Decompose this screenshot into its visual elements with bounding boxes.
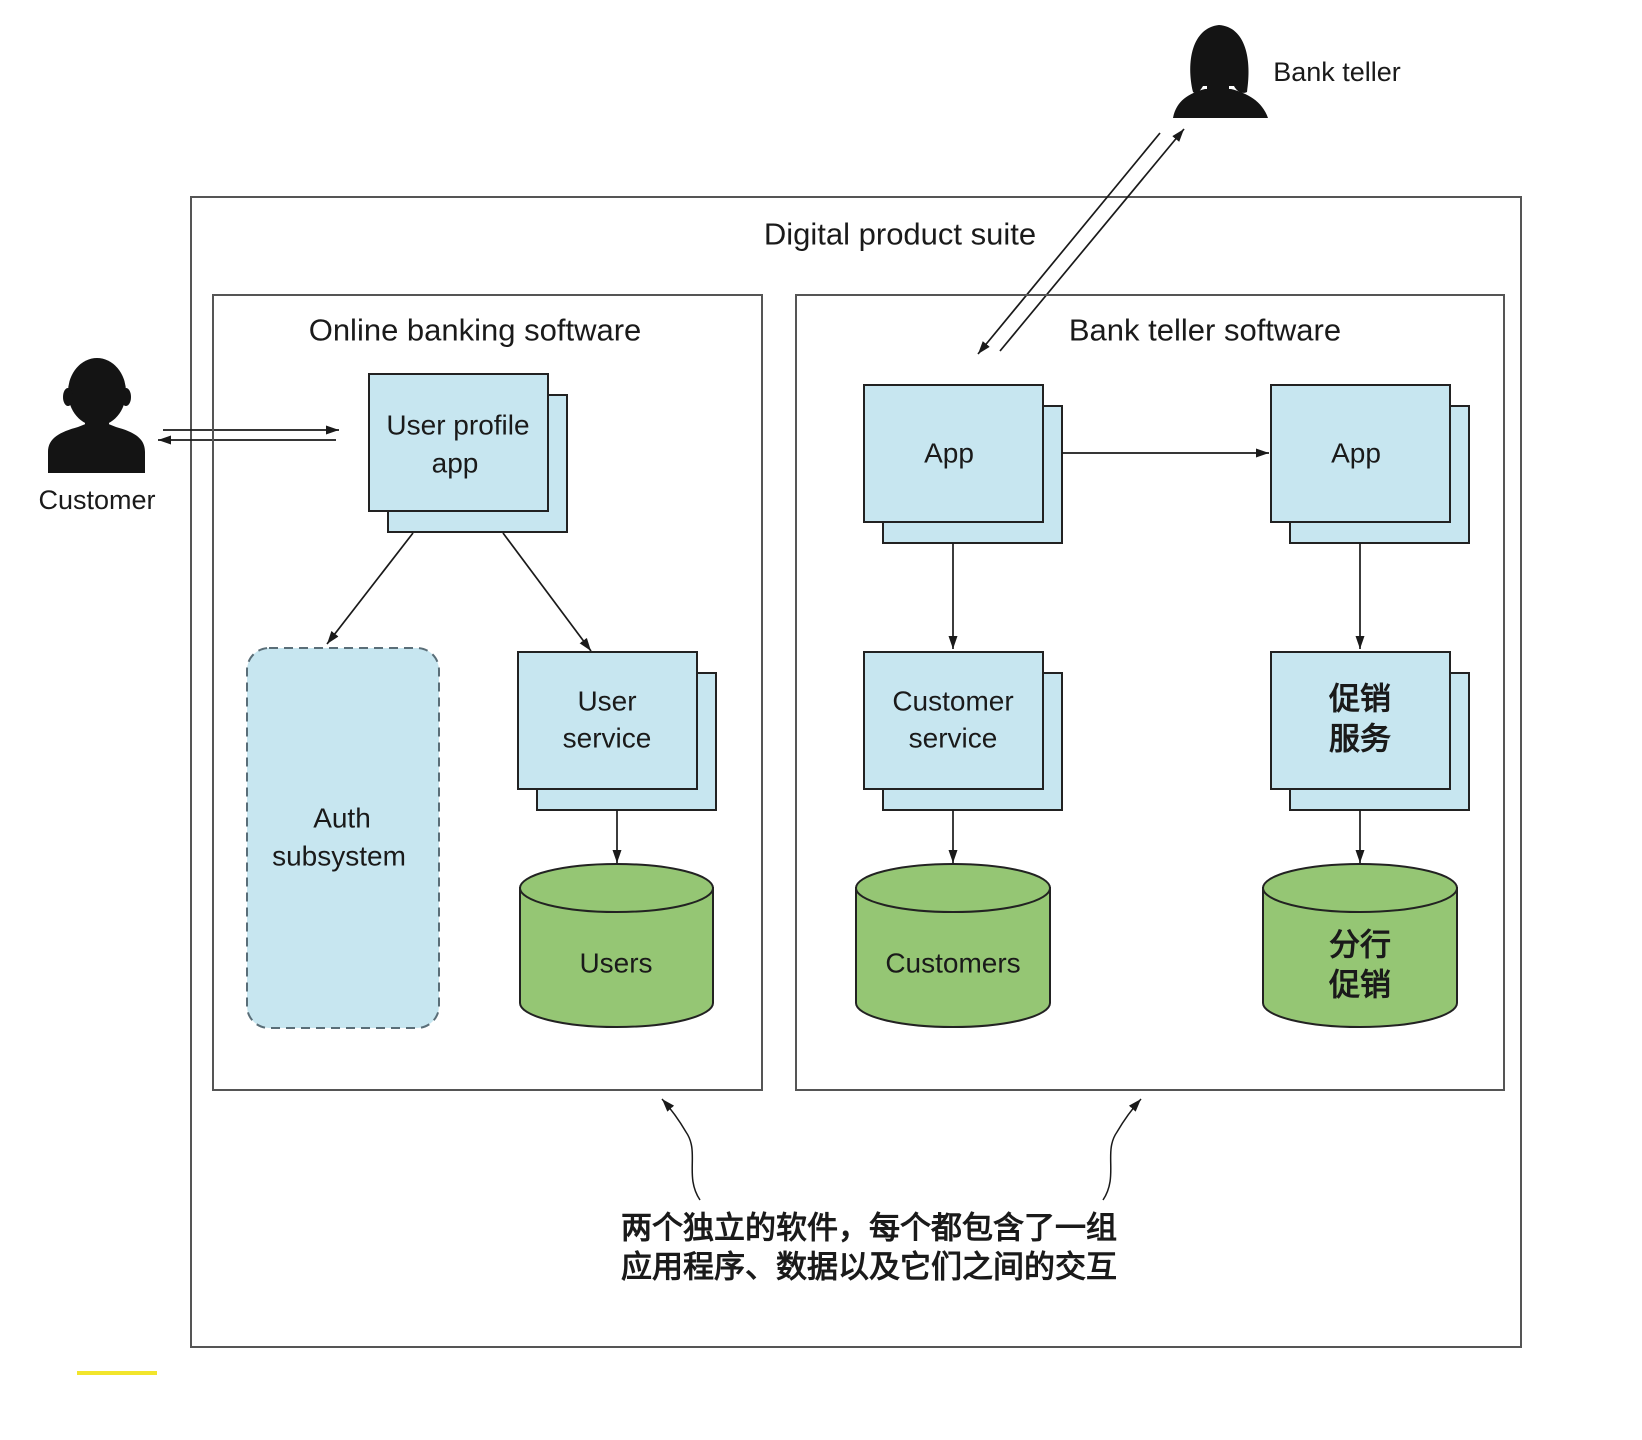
node-box [863, 384, 1044, 523]
suite-frame [190, 196, 1522, 1348]
bank-teller-label: Bank teller [1273, 57, 1401, 87]
customer-head [68, 358, 126, 426]
db-label: Customers [885, 948, 1020, 979]
auth-subsystem-box [246, 647, 440, 1029]
annotation-line: 两个独立的软件，每个都包含了一组 [621, 1211, 1117, 1246]
app-right-node: App [1270, 384, 1470, 544]
customer-label: Customer [38, 485, 155, 515]
users-database: Users [519, 863, 714, 1028]
node-box [517, 651, 698, 790]
customer-ear-left [63, 388, 73, 406]
suite-title: Digital product suite [764, 217, 1036, 252]
app-to-teller-arrow [999, 128, 1185, 352]
db-body [855, 887, 1051, 1028]
annotation-pointer-left [661, 1098, 701, 1201]
node-box [863, 651, 1044, 790]
app-left-node: App [863, 384, 1063, 544]
db-top [855, 863, 1051, 913]
customer-person-icon [48, 358, 145, 473]
bank-teller-software-frame [795, 294, 1505, 1091]
node-label-line: subsystem [272, 841, 406, 872]
app-to-user-service-arrow [502, 532, 592, 652]
db-top [519, 863, 714, 913]
node-box [1270, 651, 1451, 790]
node-label-line: User profile [386, 410, 529, 441]
bank-teller-actor: Bank teller [1173, 25, 1401, 118]
annotation-line: 应用程序、数据以及它们之间的交互 [621, 1250, 1117, 1285]
promo-service-node: 促销 服务 [1270, 651, 1470, 811]
node-label-line: Customer [892, 686, 1013, 717]
node-label-line: app [432, 448, 479, 479]
bank-teller-software-title: Bank teller software [1069, 313, 1341, 348]
customer-body [48, 423, 145, 473]
app-to-auth-arrow [326, 532, 414, 645]
user-service-node: User service [517, 651, 717, 811]
node-label-line: User [577, 686, 636, 717]
node-label-line: service [909, 723, 998, 754]
auth-subsystem-node: Auth subsystem [246, 647, 440, 1029]
online-banking-title: Online banking software [309, 313, 642, 348]
db-body [1262, 887, 1458, 1028]
customer-actor: Customer [38, 358, 156, 515]
customers-database: Customers [855, 863, 1051, 1028]
db-body [519, 887, 714, 1028]
user-profile-app-node: User profile app [368, 373, 568, 533]
db-label-line: 促销 [1328, 968, 1391, 1003]
annotation: 两个独立的软件，每个都包含了一组 应用程序、数据以及它们之间的交互 [621, 1098, 1142, 1285]
node-label-line: App [1331, 438, 1381, 469]
node-label-line: App [924, 438, 974, 469]
node-box [1270, 384, 1451, 523]
online-banking-group: Online banking software User profile app… [212, 294, 763, 1091]
db-top [1262, 863, 1458, 913]
teller-to-app-arrow [977, 132, 1161, 355]
db-label: Users [579, 948, 652, 979]
node-label-line: 服务 [1329, 722, 1391, 757]
node-label-line: 促销 [1328, 682, 1391, 717]
digital-product-suite: Digital product suite [190, 196, 1522, 1348]
branch-promo-database: 分行 促销 [1262, 863, 1458, 1028]
customer-ear-right [121, 388, 131, 406]
bank-teller-software-group: Bank teller software App App Customer se… [795, 294, 1505, 1091]
teller-body [1173, 89, 1268, 118]
bank-teller-person-icon [1173, 25, 1268, 118]
customer-service-node: Customer service [863, 651, 1063, 811]
online-banking-frame [212, 294, 763, 1091]
teller-hair [1190, 25, 1249, 94]
node-box [368, 373, 549, 512]
db-label-line: 分行 [1329, 928, 1391, 963]
annotation-pointer-right [1102, 1098, 1142, 1201]
node-label-line: Auth [313, 803, 371, 834]
node-label-line: service [563, 723, 652, 754]
